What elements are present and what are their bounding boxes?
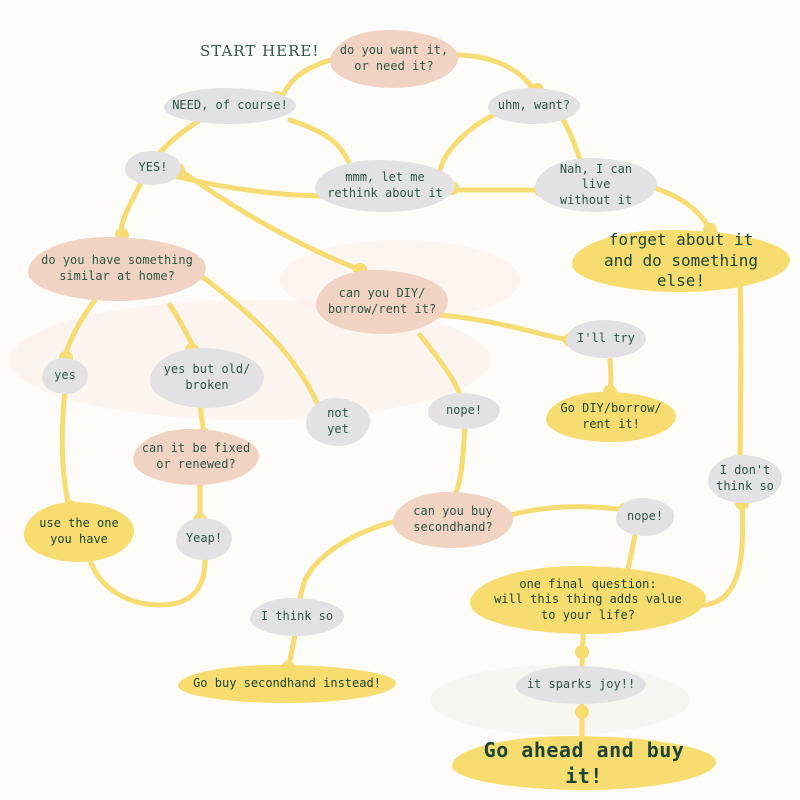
connector <box>507 504 628 518</box>
connector <box>625 532 638 573</box>
connector-dot <box>575 645 589 659</box>
node-not-yet: not yet <box>306 398 370 446</box>
connector <box>197 272 323 413</box>
node-yeap: Yeap! <box>176 518 232 560</box>
connector <box>702 497 746 608</box>
node-similar-at-home: do you have something similar at home? <box>28 237 206 301</box>
node-secondhand-question: can you buy secondhand? <box>393 492 513 548</box>
connector <box>452 52 538 95</box>
node-nah: Nah, I can live without it <box>535 158 657 212</box>
start-label: START HERE! <box>200 42 320 60</box>
node-buy-secondhand: Go buy secondhand instead! <box>178 665 396 703</box>
connector <box>62 297 98 358</box>
node-home-yes: yes <box>42 358 88 394</box>
node-fixed-question: can it be fixed or renewed? <box>133 429 259 485</box>
node-nope-secondhand: nope! <box>616 498 674 536</box>
node-want-or-need: do you want it, or need it? <box>330 30 458 88</box>
node-want: uhm, want? <box>488 88 580 124</box>
node-yes: YES! <box>125 151 181 185</box>
node-dont-think: I don't think so <box>708 455 782 503</box>
node-go-diy: Go DIY/borrow/ rent it! <box>546 392 676 442</box>
node-think-so: I think so <box>250 598 344 636</box>
node-old-broken: yes but old/ broken <box>150 348 264 408</box>
connector-dot <box>575 705 589 719</box>
node-need: NEED, of course! <box>164 88 296 124</box>
connector <box>452 422 468 498</box>
node-rethink: mmm, let me rethink about it <box>315 160 455 212</box>
connector <box>287 117 353 168</box>
connector <box>642 182 713 233</box>
connector <box>297 517 403 603</box>
connector <box>437 109 503 173</box>
node-final-question: one final question: will this thing adds… <box>470 566 706 634</box>
connector <box>417 332 463 398</box>
node-use-one: use the one you have <box>24 502 134 562</box>
node-nope-diy: nope! <box>428 393 500 429</box>
connector <box>177 167 363 273</box>
node-buy-it: Go ahead and buy it! <box>452 736 716 790</box>
node-diy-question: can you DIY/ borrow/rent it? <box>316 270 448 334</box>
connector <box>737 282 744 473</box>
connector <box>437 312 573 343</box>
node-forget: forget about it and do something else! <box>572 230 790 292</box>
connector <box>59 387 73 513</box>
node-sparks-joy: it sparks joy!! <box>516 666 646 704</box>
connector <box>277 57 333 103</box>
node-ill-try: I'll try <box>566 320 646 358</box>
connector <box>87 557 208 608</box>
connector <box>557 112 583 163</box>
